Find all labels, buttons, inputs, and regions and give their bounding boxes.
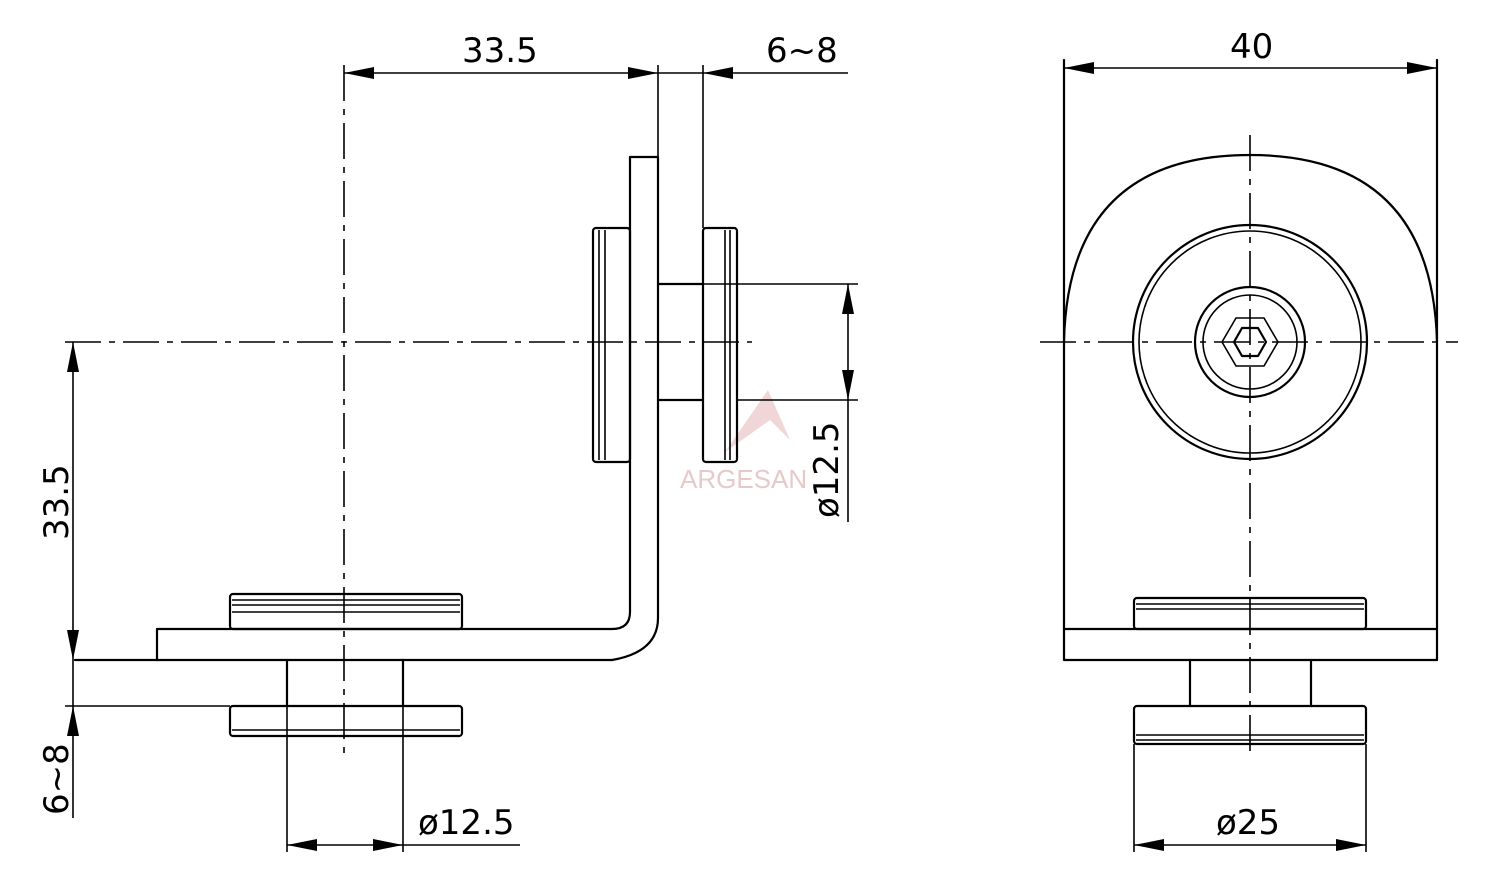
dim-left-vertical-label: 33.5: [37, 464, 77, 540]
dim-bottom-diameter: ø12.5: [286, 706, 520, 852]
watermark-logo: [725, 390, 790, 452]
front-view: 40 ø25: [1040, 27, 1458, 852]
l-bracket-inner: [155, 155, 632, 662]
dim-left-vertical: 33.5: [37, 342, 79, 660]
dim-left-thickness: 6~8: [37, 660, 230, 818]
horizontal-washer-bottom: [228, 704, 464, 738]
dim-top-thickness-label: 6~8: [766, 31, 838, 71]
dim-left-thickness-label: 6~8: [37, 743, 77, 815]
dim-top-horizontal: 33.5: [344, 31, 659, 157]
dim-front-width-label: 40: [1230, 27, 1273, 67]
watermark-text: ARGESAN: [680, 464, 807, 494]
dim-top-horizontal-label: 33.5: [462, 31, 538, 71]
side-view: 33.5 6~8 ø12.5 33.5: [37, 31, 858, 852]
l-bracket-outline: [73, 155, 660, 662]
horizontal-washer-top: [228, 592, 464, 631]
dim-front-width: 40: [1064, 27, 1437, 74]
dim-front-diameter: ø25: [1133, 744, 1367, 852]
dim-right-diameter-label: ø12.5: [807, 421, 847, 518]
vertical-washer-left: [591, 226, 632, 464]
dim-bottom-diameter-label: ø12.5: [418, 803, 515, 843]
dim-right-diameter: ø12.5: [658, 283, 858, 522]
vertical-washer-right: [701, 226, 739, 464]
dim-front-diameter-label: ø25: [1216, 803, 1280, 843]
dim-top-thickness: 6~8: [658, 31, 848, 228]
watermark: ARGESAN: [680, 390, 807, 494]
